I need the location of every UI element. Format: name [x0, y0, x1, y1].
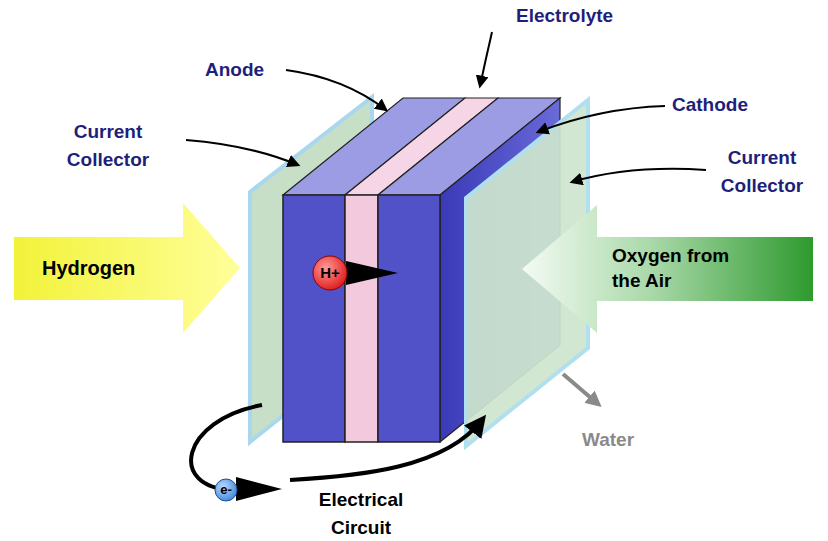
part-label: Current Collector: [56, 118, 160, 174]
particle-circle: [313, 256, 347, 290]
gas-label: Oxygen from the Air: [612, 244, 730, 293]
particle-circle: e-: [214, 478, 238, 502]
circuit-label: Electrical Circuit: [303, 486, 419, 541]
leader-line: [286, 70, 386, 110]
leader-line: [186, 140, 298, 165]
proton-arrow: [346, 261, 398, 285]
electron-arrow: [236, 477, 282, 501]
gas-flow-arrow: Oxygen from the Air: [522, 205, 813, 333]
circuit-wire: [290, 420, 482, 480]
particle-circle: [215, 479, 237, 501]
part-label: Current Collector: [710, 144, 814, 200]
electrolyte-layer: [345, 195, 378, 442]
part-label: Electrolyte: [516, 2, 613, 30]
leader-line: [480, 32, 492, 86]
arrow-body: [14, 203, 240, 333]
arrow-body: [522, 205, 813, 333]
particle-circle: H+: [312, 255, 348, 291]
particle-label: e-: [220, 482, 232, 499]
part-label: Anode: [205, 56, 264, 84]
particle-label: H+: [320, 263, 340, 283]
circuit-wire: [191, 405, 262, 490]
part-label: Cathode: [672, 91, 748, 119]
leader-line: [572, 169, 706, 182]
gas-flow-arrow: Hydrogen: [14, 203, 240, 333]
anode-layer: [283, 195, 345, 442]
arrow-shape: [522, 205, 813, 333]
cathode-layer: [378, 195, 440, 442]
gas-label: Hydrogen: [42, 255, 135, 281]
water-arrow: [563, 374, 598, 404]
leader-line: [538, 106, 665, 132]
product-label: Water: [582, 426, 634, 454]
